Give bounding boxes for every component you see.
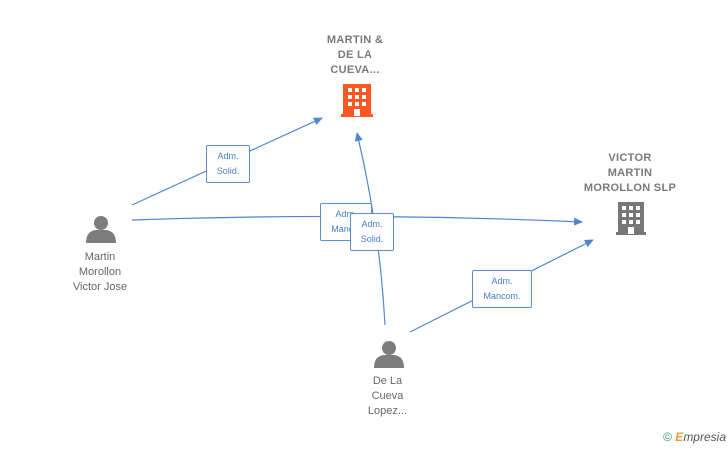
company-label-martin-cueva[interactable]: MARTIN & DE LA CUEVA... — [326, 34, 384, 76]
building-icon[interactable] — [616, 202, 646, 235]
company-label-victor-slp[interactable]: VICTOR MARTIN MOROLLON SLP — [583, 152, 677, 194]
building-icon[interactable] — [341, 84, 373, 117]
copyright-symbol: © — [663, 430, 672, 444]
person-label-de-la-cueva[interactable]: De La Cueva Lopez... — [367, 375, 408, 417]
person-icon[interactable] — [86, 216, 116, 243]
person-label-martin-morollon[interactable]: Martin Morollon Victor Jose — [72, 251, 128, 293]
edge-label-adm-mancom[interactable]: Adm. Mancom. — [472, 270, 532, 308]
empresia-logo: Empresia — [675, 430, 726, 444]
footer-brand: © Empresia — [663, 430, 726, 444]
edge-label-adm-solid[interactable]: Adm. Solid. — [206, 145, 250, 183]
person-icon[interactable] — [374, 341, 404, 368]
edge-label-adm-solid[interactable]: Adm. Solid. — [350, 213, 394, 251]
